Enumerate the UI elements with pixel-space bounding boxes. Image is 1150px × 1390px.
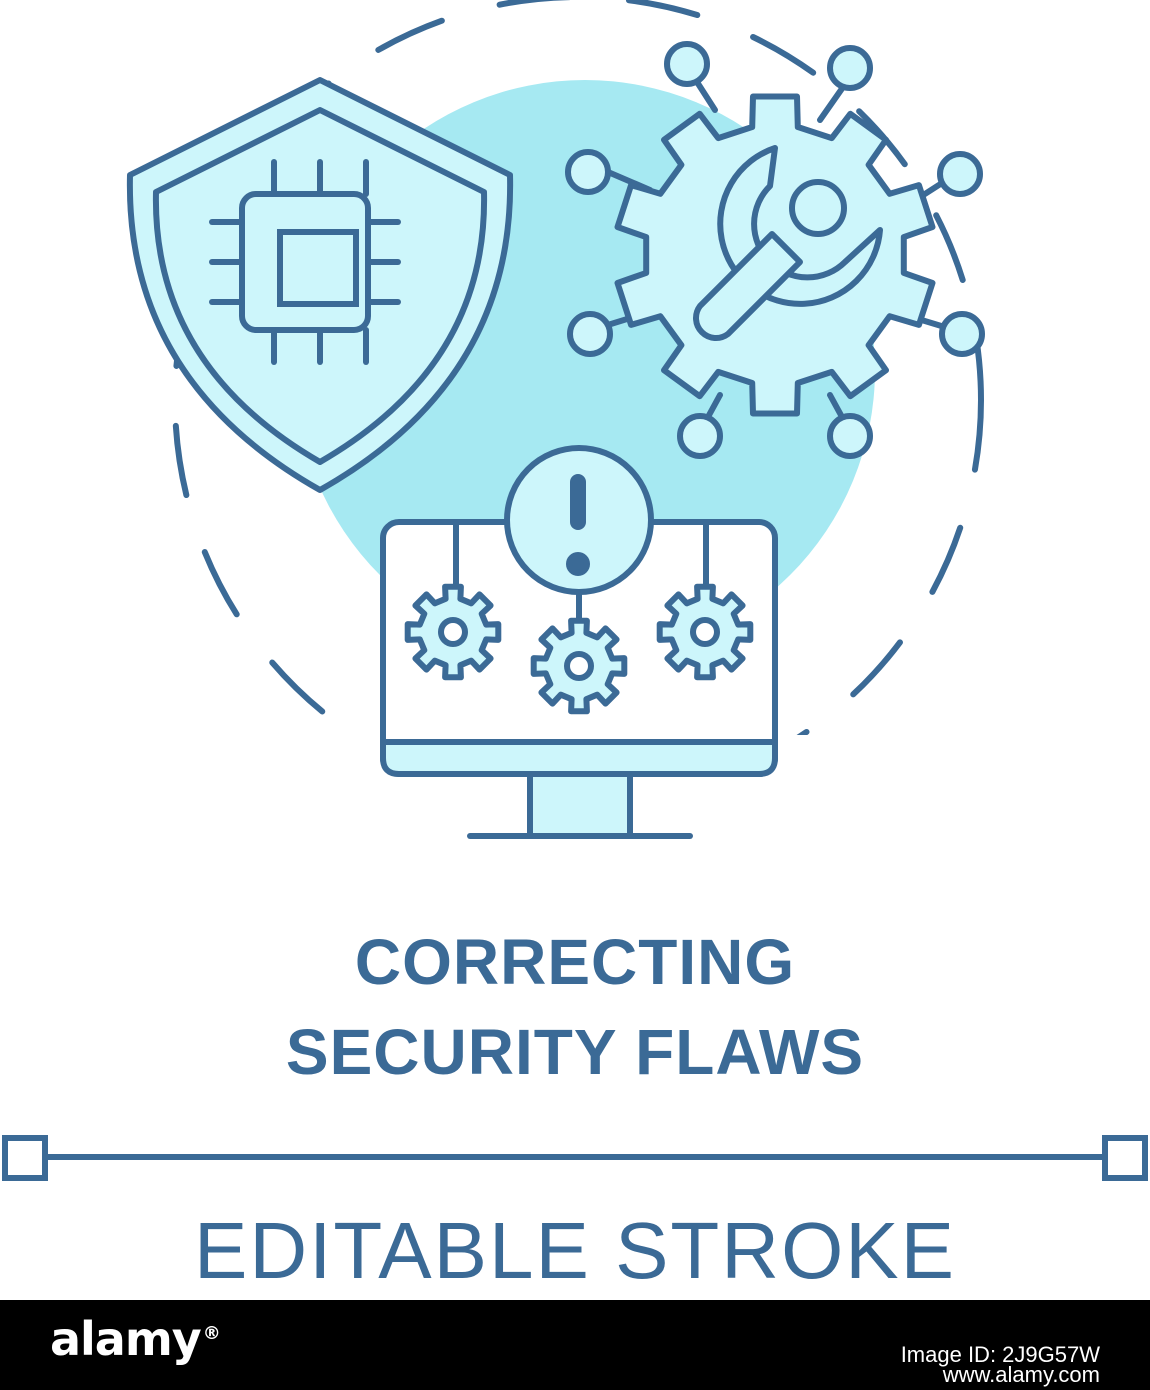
- registered-mark: ®: [202, 1322, 221, 1344]
- editable-stroke-line: [2, 1135, 1148, 1181]
- title-line-2: SECURITY FLAWS: [285, 1016, 865, 1088]
- concept-illustration: [2, 0, 1148, 1181]
- wrench-icon: [693, 145, 883, 341]
- site-url: www.alamy.com: [942, 1362, 1100, 1387]
- cpu-chip-icon: [209, 159, 401, 365]
- brand-logo: alamy®: [50, 1312, 221, 1366]
- watermark-footer: [0, 1300, 1150, 1390]
- brand-name: alamy: [50, 1312, 202, 1366]
- image-id: Image ID: 2J9G57W: [900, 1342, 1100, 1367]
- connector-lines: [453, 519, 709, 620]
- small-gears: [404, 583, 754, 715]
- dashed-orbit: [172, 0, 984, 806]
- title-line-1: CORRECTING: [354, 926, 796, 998]
- exclamation-icon: [504, 445, 654, 595]
- editable-stroke-label: EDITABLE STROKE: [193, 1206, 957, 1295]
